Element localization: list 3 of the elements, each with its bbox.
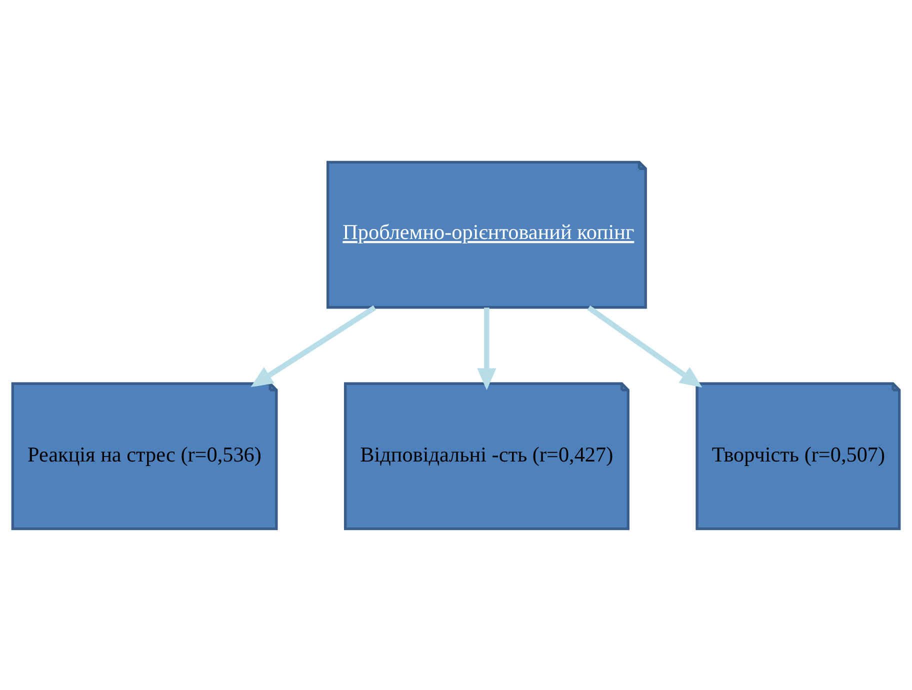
arrow	[250, 304, 376, 387]
arrow	[587, 305, 702, 388]
arrow	[477, 307, 496, 390]
